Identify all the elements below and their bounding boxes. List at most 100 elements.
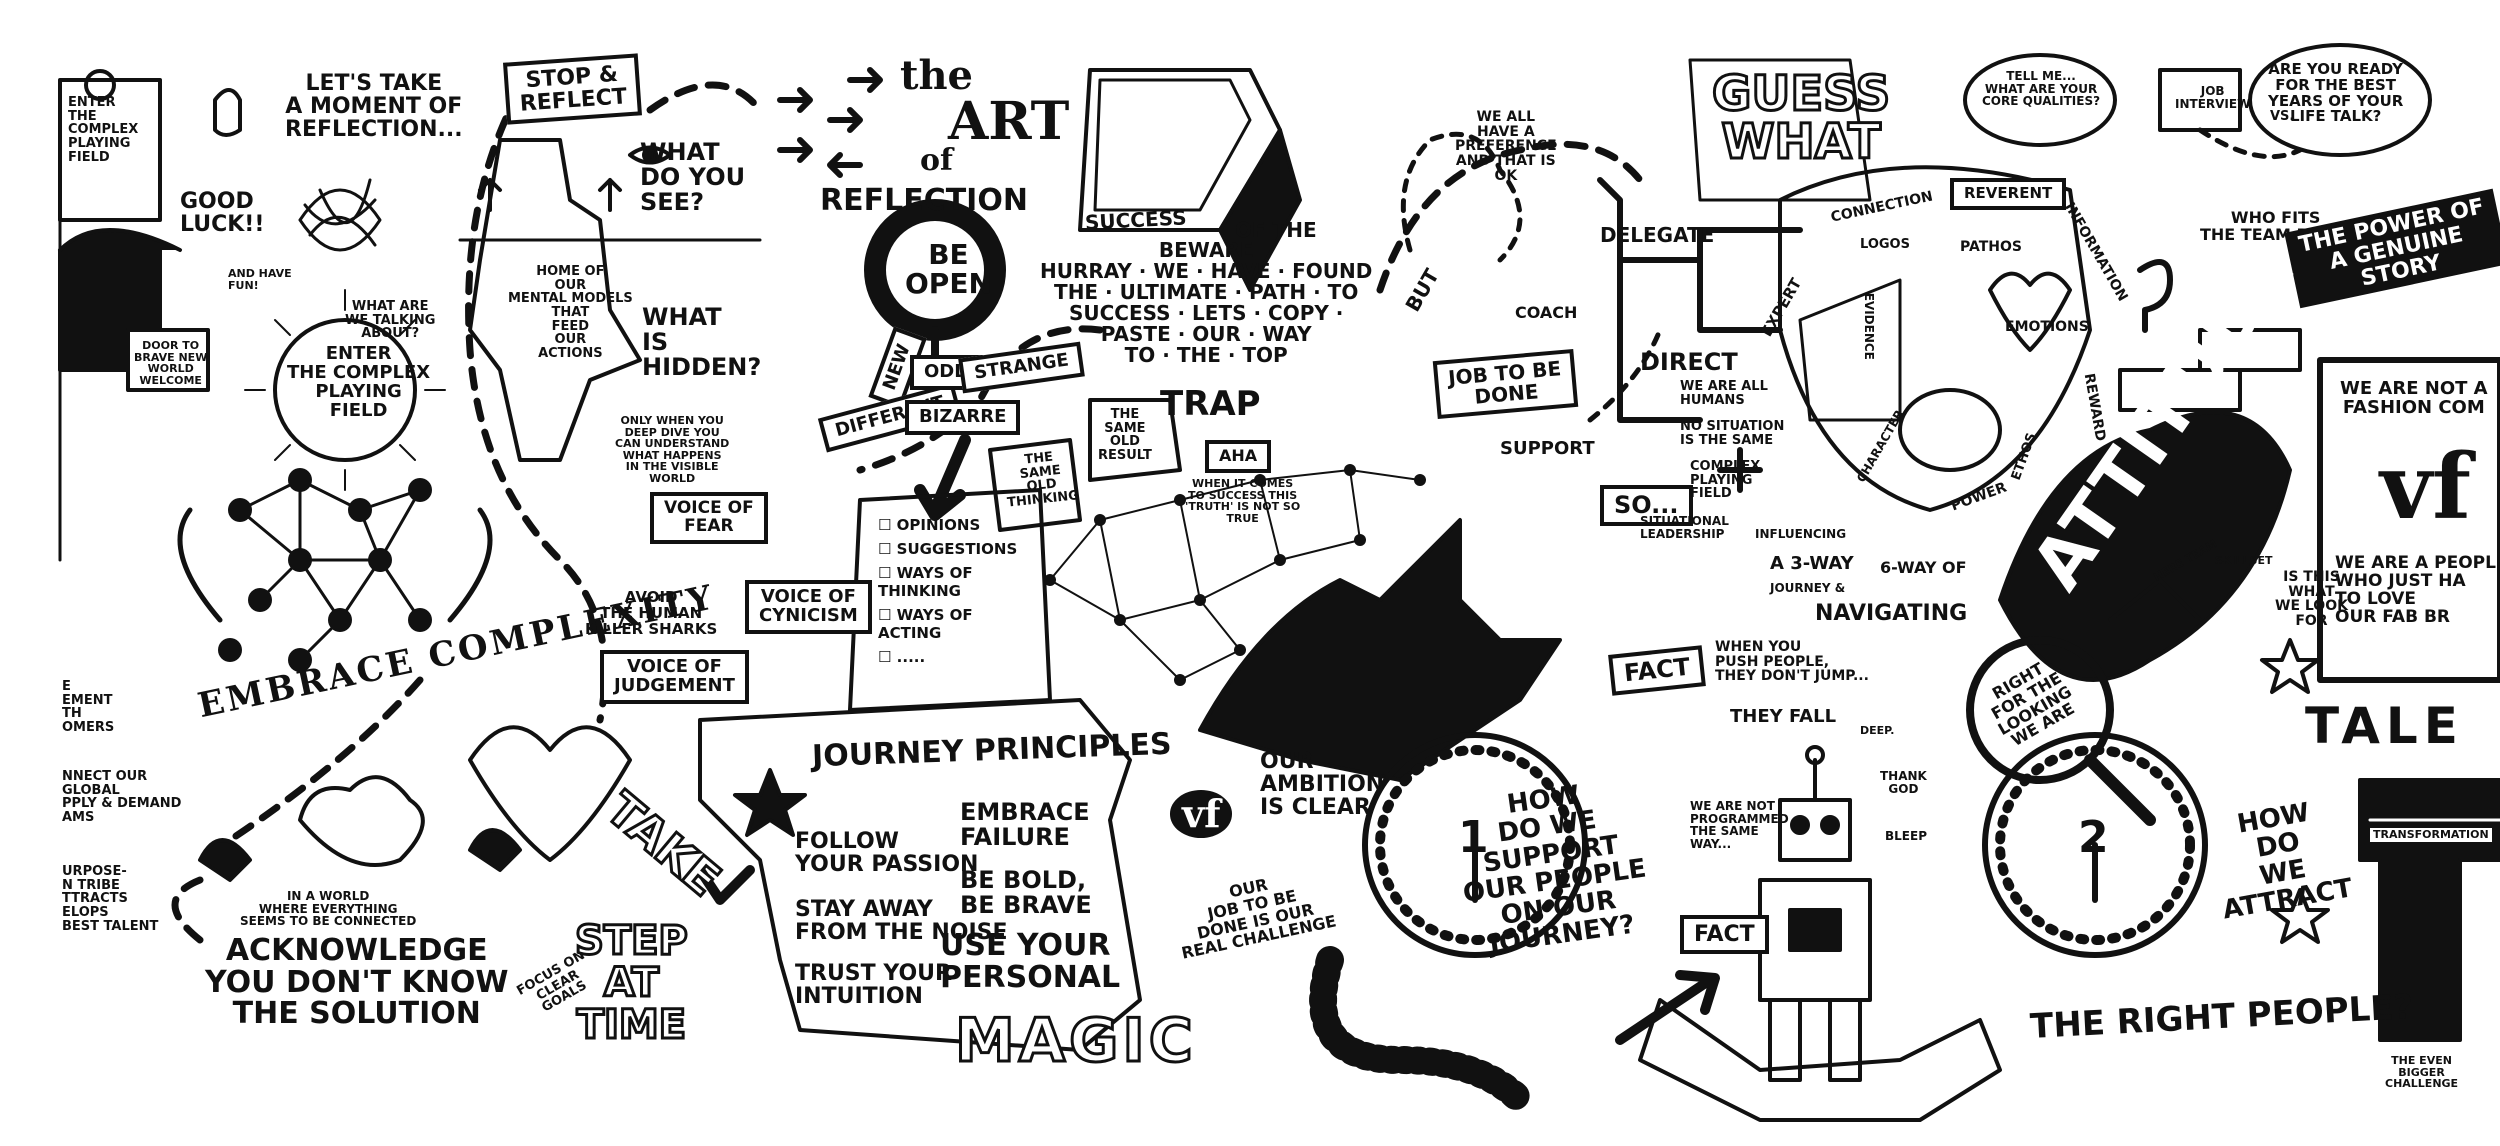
gift-podium	[2118, 328, 2302, 412]
deep-text: DEEP.	[1860, 724, 1895, 737]
journey-principles-paper	[698, 698, 1142, 1052]
who-fits-text: WHO FITS THE TEAM BEST?	[2200, 208, 2351, 244]
bleep-bubble: BLEEP	[1885, 829, 1927, 843]
persuasion-shield	[1778, 165, 2092, 512]
principle-follow-passion: FOLLOW YOUR PASSION	[795, 829, 979, 878]
complex-field-text: COMPLEX PLAYING FIELD	[1690, 459, 1761, 502]
big-t-shape	[2358, 778, 2500, 1042]
trap-boxes	[988, 398, 1182, 532]
mental-models-text: HOME OF OUR MENTAL MODELS THAT FEED OUR …	[508, 264, 633, 361]
checklist-ways-acting: WAYS OF ACTING	[878, 606, 1017, 642]
compass-1-icon	[1362, 732, 1588, 958]
job-interview-text: JOB INTERVIEW	[2175, 84, 2251, 111]
question-icon	[2137, 259, 2173, 333]
in-a-world-text: IN A WORLD WHERE EVERYTHING SEEMS TO BE …	[240, 889, 417, 929]
skillset-label: SKILLSET	[2215, 554, 2273, 567]
dashed-path-top	[646, 81, 764, 114]
same-old-thinking-box: THE SAME OLD THINKING	[1006, 449, 1080, 511]
no-situation-text: NO SITUATION IS THE SAME	[1680, 419, 1785, 448]
vf-logo-small: vf	[1170, 790, 1233, 838]
magic-title: MAGIC	[954, 1006, 1197, 1076]
principle-use-personal: USE YOUR PERSONAL	[940, 928, 1121, 995]
vf-logo-large: vf	[2380, 434, 2472, 540]
voice-of-cynicism-sign: VOICE OF CYNICISM	[745, 580, 872, 634]
have-fun-text: AND HAVE FUN!	[228, 267, 292, 292]
reflection-arrows	[777, 67, 883, 178]
success-label: SUCCESS	[1084, 205, 1188, 235]
same-old-result-box: THE SAME OLD RESULT	[1098, 407, 1152, 463]
fact-sign-2: FACT	[1680, 915, 1769, 955]
checklist-opinions: OPINIONS	[878, 516, 1017, 534]
influencing-text: INFLUENCING	[1755, 527, 1847, 541]
what-do-you-see-text: WHAT DO YOU SEE?	[640, 138, 746, 217]
emotions-heart-icon	[1988, 271, 2072, 352]
open-checklist: OPINIONS SUGGESTIONS WAYS OF THINKING WA…	[878, 510, 1017, 672]
of-the-label: OF THE	[1235, 218, 1317, 242]
principle-embrace-failure: EMBRACE FAILURE	[960, 798, 1090, 852]
cheese-ribbon	[1638, 998, 2002, 1122]
principle-be-bold: BE BOLD, BE BRAVE	[960, 866, 1092, 920]
delegate-label: DELEGATE	[1600, 223, 1715, 247]
art-reflection-text: REFLECTION	[820, 183, 1028, 218]
step-at-time-text: STEP AT TIME	[574, 918, 690, 1048]
black-island	[1198, 518, 1562, 782]
not-fashion-text: WE ARE NOT A FASHION COM	[2340, 378, 2488, 418]
we-are-people-text: WE ARE A PEOPLE WHO JUST HA TO LOVE OUR …	[2335, 553, 2500, 627]
vf-screen	[2317, 357, 2500, 683]
robot-icon	[1758, 745, 1872, 1082]
checklist-suggestions: SUGGESTIONS	[878, 540, 1018, 558]
art-title: ART	[948, 91, 1070, 152]
stars-icon	[2260, 638, 2330, 944]
dashed-path-left	[465, 86, 609, 724]
emotions-label: EMOTIONS	[2005, 319, 2089, 335]
we-are-humans-text: WE ARE ALL HUMANS	[1680, 379, 1768, 408]
mental-model-island	[468, 138, 642, 462]
brain-icon	[1898, 388, 2002, 472]
bizarre-label: BIZARRE	[905, 400, 1021, 435]
enter-field-badge	[273, 318, 417, 462]
star-icon	[733, 768, 807, 837]
compass-number-2: 2	[2078, 812, 2109, 863]
what-is-hidden-text: WHAT IS HIDDEN?	[642, 303, 762, 382]
tangle-icon	[298, 178, 382, 252]
aha-label: AHA	[1205, 440, 1272, 473]
tell-me-bubble: TELL ME... WHAT ARE YOUR CORE QUALITIES?	[1982, 69, 2101, 109]
be-open-text: BE OPEN	[905, 238, 992, 301]
left-edge-text-2: NNECT OUR GLOBAL PPLY & DEMAND AMS	[62, 769, 182, 825]
checklist-ways-thinking: WAYS OF THINKING	[878, 564, 1017, 600]
enter-complex-field-badge-text: ENTER THE COMPLEX PLAYING FIELD	[287, 343, 431, 421]
not-programmed-text: WE ARE NOT PROGRAMMED THE SAME WAY...	[1690, 799, 1789, 851]
lets-take-moment-text: LET'S TAKE A MOMENT OF REFLECTION...	[285, 71, 463, 143]
beware-text: BEWARE HURRAY · WE · HAVE · FOUND THE · …	[1040, 238, 1373, 367]
attitude-cloud	[1998, 410, 2292, 682]
how-support-text: HOW DO WE SUPPORT OUR PEOPLE ON OUR JOUR…	[1461, 780, 1649, 961]
eye-icon	[628, 145, 672, 165]
thumbs-up-icon	[213, 88, 242, 137]
we-all-preference-text: WE ALL HAVE A PREFERENCE AND THAT IS OK	[1455, 109, 1557, 184]
success-book-icon	[1078, 68, 1302, 292]
voice-of-judgement-sign: VOICE OF JUDGEMENT	[600, 650, 749, 704]
thank-god-bubble: THANK GOD	[1880, 769, 1927, 796]
our-ambition-text: OUR AMBITION IS CLEAR	[1260, 749, 1385, 821]
compass-number-1: 1	[1458, 812, 1489, 863]
magnifier-icon	[1966, 636, 2114, 784]
principle-stay-away: STAY AWAY FROM THE NOISE	[795, 897, 1008, 946]
guess-what-title: GUESS WHAT	[1710, 66, 1891, 170]
they-fall-text: THEY FALL	[1730, 706, 1837, 727]
navigating-label: NAVIGATING	[1815, 601, 1968, 626]
evidence-label: EVIDENCE	[1861, 292, 1876, 360]
logos-label: LOGOS	[1860, 237, 1910, 252]
good-luck-text: GOOD LUCK!!	[180, 189, 265, 238]
reverent-label: REVERENT	[1950, 178, 2067, 210]
vs-text: VS.	[2270, 109, 2295, 124]
complexity-network	[238, 478, 422, 662]
coach-label: COACH	[1515, 303, 1578, 322]
when-you-push-text: WHEN YOU PUSH PEOPLE, THEY DON'T JUMP...	[1715, 639, 1869, 685]
left-edge-text-1: E EMENT TH OMERS	[62, 679, 115, 735]
how-support-question: HOW DO WE SUPPORT OUR PEOPLE ON OUR JOUR…	[1450, 774, 1656, 962]
even-bigger-text: THE EVEN BIGGER CHALLENGE	[2385, 1054, 2459, 1091]
pathos-label: PATHOS	[1960, 239, 2022, 255]
door-sign: DOOR TO BRAVE NEW WORLD WELCOME	[134, 339, 208, 387]
